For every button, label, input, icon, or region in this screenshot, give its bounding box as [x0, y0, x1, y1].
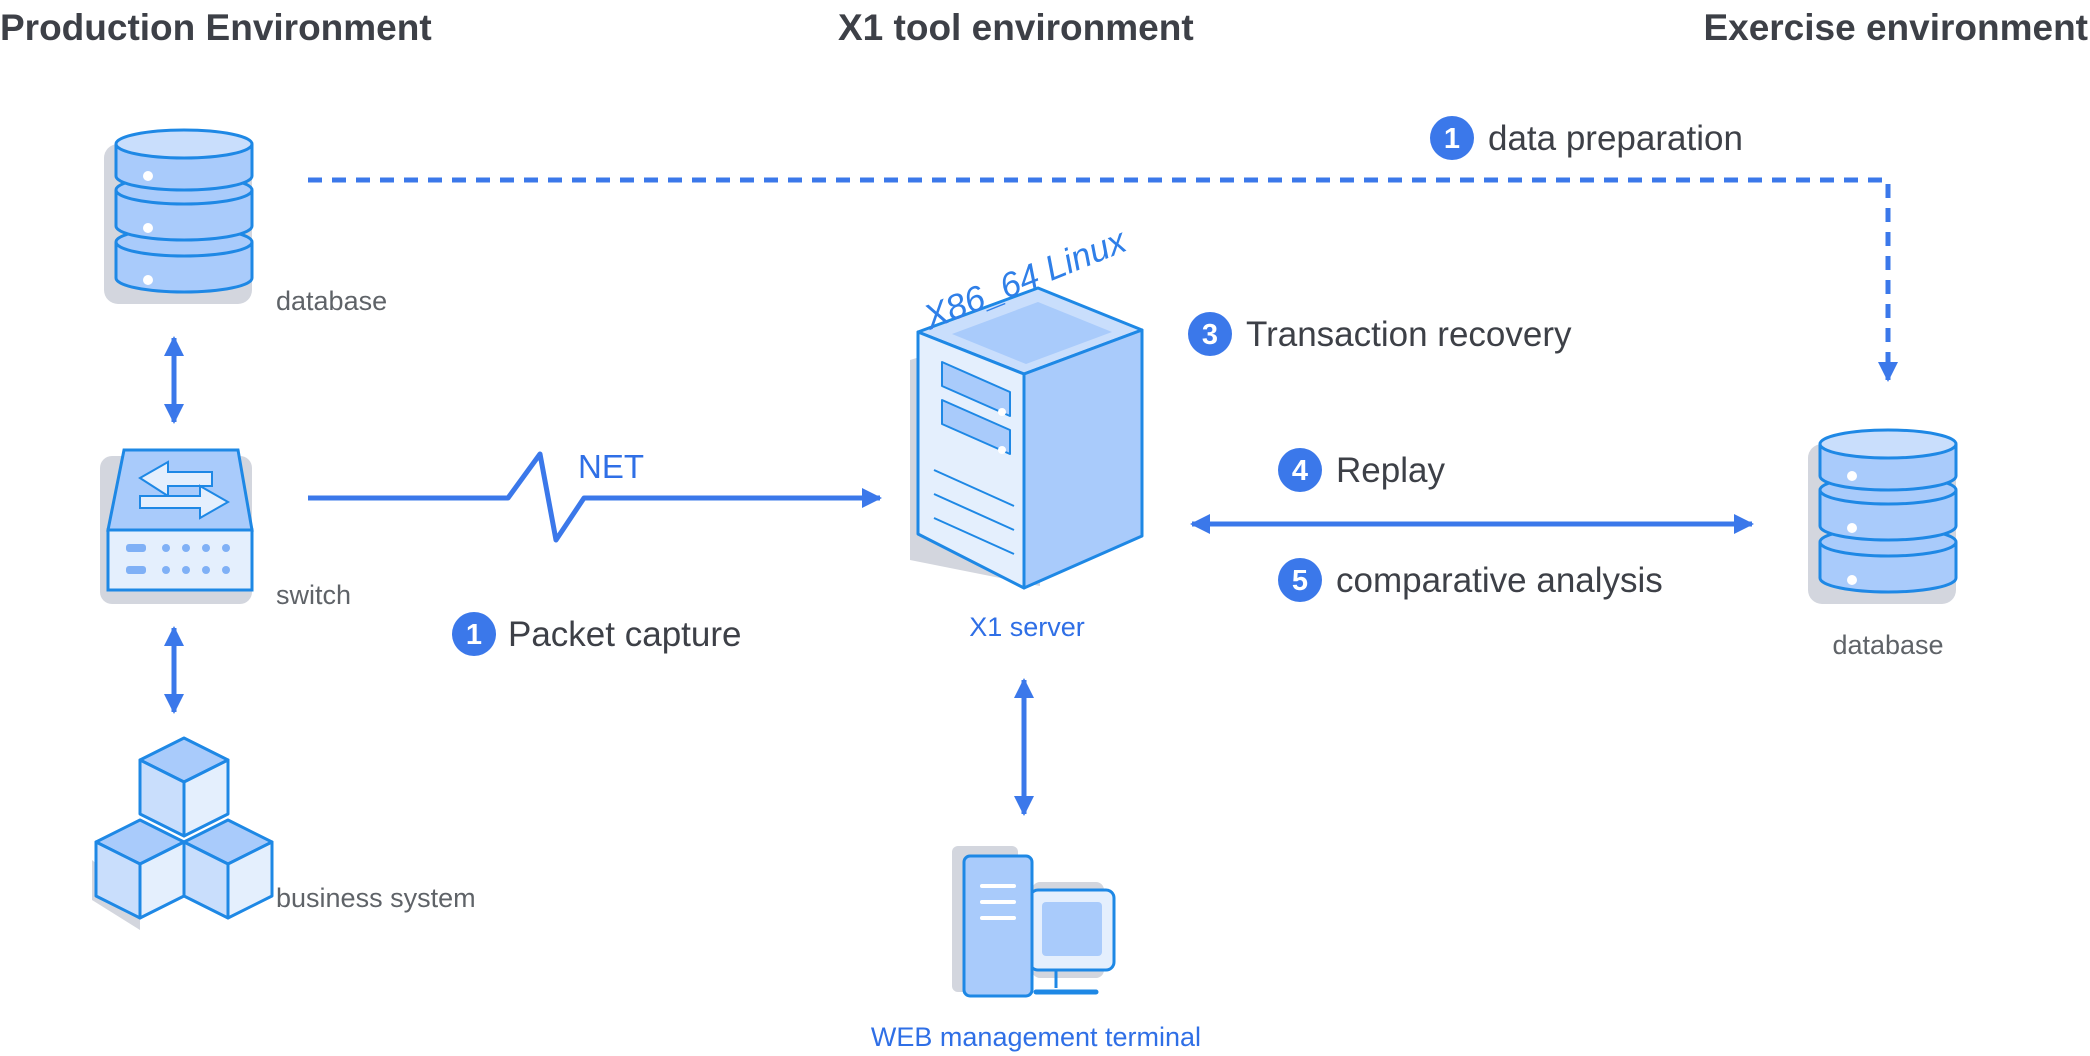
step-number: 4: [1292, 455, 1308, 487]
x1-server-label: X1 server: [969, 612, 1085, 642]
step-text: data preparation: [1488, 119, 1743, 158]
header-exercise: Exercise environment: [1703, 7, 2088, 48]
prod-database-icon: [102, 128, 254, 306]
step-transaction-recovery: 3 Transaction recovery: [1188, 312, 1572, 356]
step-number: 1: [1444, 123, 1460, 155]
step-packet-capture: 1 Packet capture: [452, 612, 741, 656]
step-badge: [1278, 448, 1322, 492]
web-terminal-label: WEB management terminal: [871, 1022, 1201, 1052]
step-badge: [1188, 312, 1232, 356]
step-number: 3: [1202, 319, 1218, 351]
step-text: comparative analysis: [1336, 561, 1663, 600]
header-production: Production Environment: [0, 7, 432, 48]
net-connection-arrow: [308, 451, 882, 543]
step-comparative-analysis: 5 comparative analysis: [1278, 558, 1663, 602]
net-label: NET: [578, 448, 644, 485]
switch-icon: [100, 448, 254, 604]
x1-server-icon: [910, 286, 1144, 590]
web-terminal-icon: [952, 846, 1116, 998]
data-preparation-path: [308, 177, 1898, 382]
business-system-label: business system: [276, 883, 476, 913]
step-badge: [452, 612, 496, 656]
prod-database-label: database: [276, 286, 387, 316]
step-number: 1: [466, 619, 482, 651]
step-badge: [1430, 116, 1474, 160]
step-text: Replay: [1336, 451, 1445, 490]
step-text: Packet capture: [508, 615, 741, 654]
switch-label: switch: [276, 580, 351, 610]
step-text: Transaction recovery: [1246, 315, 1572, 354]
step-badge: [1278, 558, 1322, 602]
step-data-preparation: 1 data preparation: [1430, 116, 1743, 160]
business-system-icon: [92, 736, 274, 930]
step-replay: 4 Replay: [1278, 448, 1445, 492]
exercise-database-label: database: [1832, 630, 1943, 660]
step-number: 5: [1292, 565, 1308, 597]
exercise-database-icon: [1806, 428, 1958, 606]
header-tool: X1 tool environment: [838, 7, 1194, 48]
